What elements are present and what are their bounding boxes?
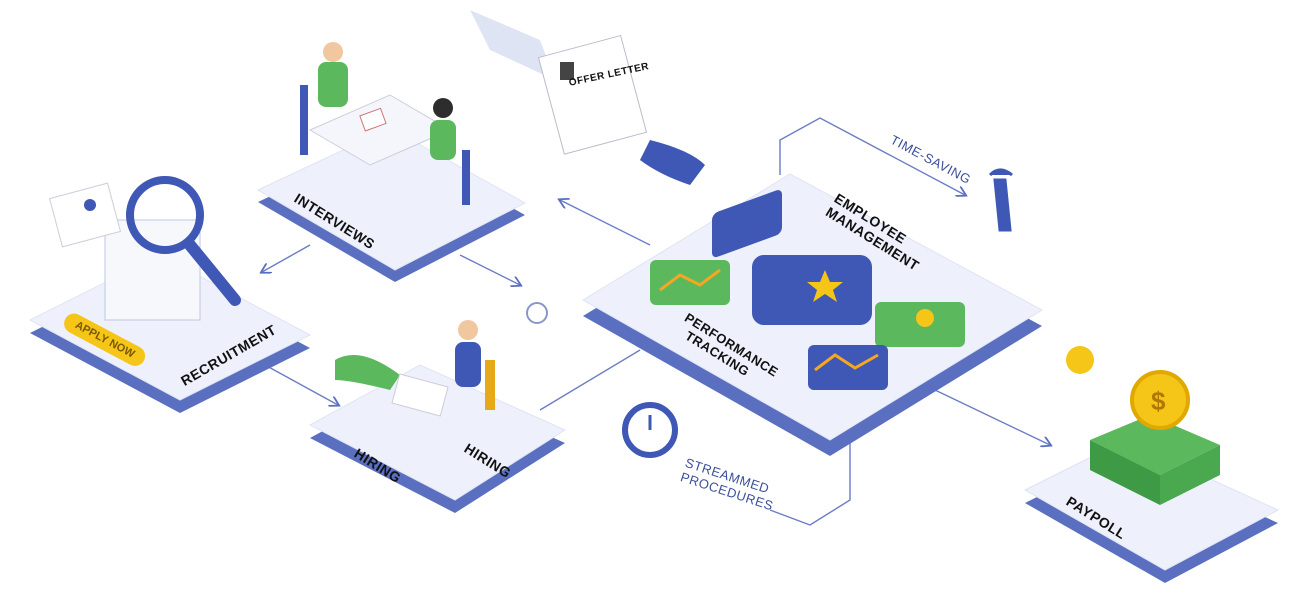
offer-letter-scene — [470, 10, 705, 185]
team-icon — [752, 255, 872, 325]
resume-icon — [84, 199, 96, 211]
wrench-icon — [988, 168, 1013, 232]
connectors — [262, 117, 1050, 526]
coin-icon — [1066, 346, 1094, 374]
handshake-icon — [335, 355, 400, 390]
interview-scene — [300, 42, 470, 205]
magnifier-icon — [126, 176, 204, 254]
calendar-icon — [712, 190, 782, 258]
clock-icon — [526, 302, 548, 324]
recruitment-scene — [48, 176, 241, 321]
chart-icon — [650, 260, 730, 305]
money-stack: $ — [1090, 370, 1220, 505]
hiring-scene — [335, 320, 495, 417]
svg-text:$: $ — [1151, 386, 1166, 416]
management-cards — [650, 190, 965, 390]
